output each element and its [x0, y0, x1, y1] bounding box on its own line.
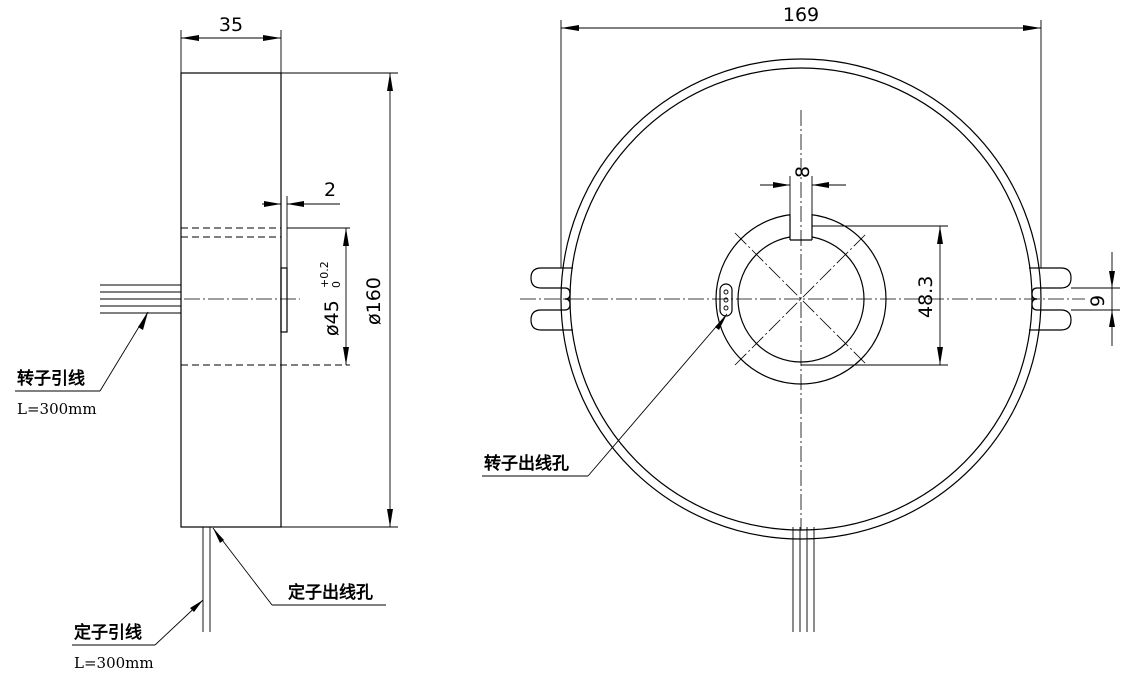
dim-bore-tol-lower: 0 [330, 281, 343, 288]
side-view-body-outline [180, 72, 282, 528]
dim-outer-diameter: ø160 [363, 277, 385, 325]
stator-lead-length: L=300mm [74, 654, 154, 672]
dim-bore-tol-upper: +0.2 [318, 261, 331, 288]
flange-plate [280, 267, 288, 333]
dim-bore-diameter: ø45 [321, 300, 343, 336]
front-view: 169 8 48.3 9 转子出线孔 [482, 4, 1120, 632]
dim-keyway-width: 8 [792, 166, 814, 178]
rotor-lead-label: 转子引线 [17, 368, 85, 389]
dim-overall-width: 169 [783, 4, 819, 26]
stator-lead-label: 定子引线 [74, 622, 142, 643]
rotor-outlet-label: 转子出线孔 [484, 453, 569, 474]
dim-width-35: 35 [219, 14, 243, 36]
side-view: 35 2 ø45 +0.2 0 ø160 转子引线 L=300mm 定子引线 [15, 14, 398, 672]
rotor-outlet-hole [719, 283, 733, 317]
stator-outlet-label: 定子出线孔 [288, 582, 373, 603]
rotor-lead-length: L=300mm [17, 400, 97, 418]
outer-ring [560, 58, 1042, 540]
dim-slot-width: 9 [1087, 295, 1109, 307]
dim-flange-thickness: 2 [324, 179, 336, 201]
dim-key-depth: 48.3 [915, 276, 937, 318]
